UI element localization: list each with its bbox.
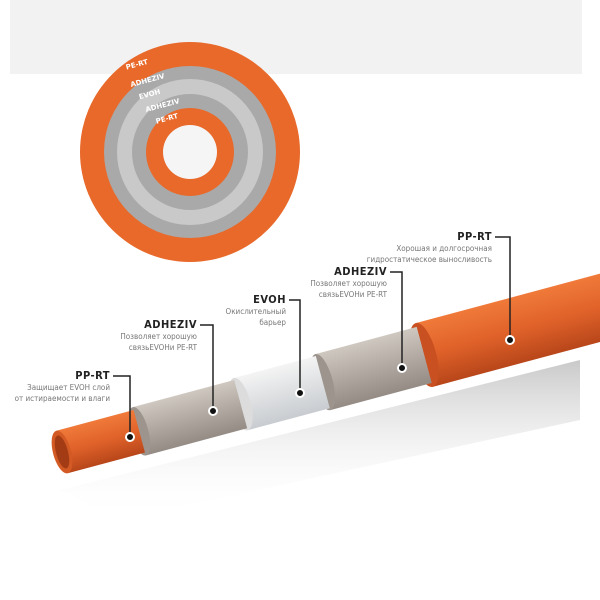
layer-label-pp-rt-outer: PP-RT Хорошая и долгосрочная гидростатич… <box>367 230 492 265</box>
layer-desc: Позволяет хорошую <box>310 279 387 288</box>
pipe-bore <box>163 125 217 179</box>
layer-desc: связьEVOHи PE-RT <box>128 343 197 352</box>
layer-title: ADHEZIV <box>144 318 197 331</box>
leader-lines <box>113 236 511 436</box>
header-band <box>10 0 582 74</box>
layer-desc: гидростатическое выносливость <box>366 255 492 264</box>
layer-label-adheziv-inner: ADHEZIV Позволяет хорошую связьEVOHи PE-… <box>120 318 197 353</box>
pipe <box>51 271 600 474</box>
pipe-adheziv-inner <box>132 379 248 456</box>
pipe-outer-pp-rt <box>415 271 600 387</box>
layer-desc: Хорошая и долгосрочная <box>396 244 492 253</box>
layer-title: ADHEZIV <box>334 265 387 278</box>
layer-desc: барьер <box>259 318 286 327</box>
pipe-evoh <box>233 356 330 431</box>
layer-dots <box>125 335 515 442</box>
layer-label-adheziv-outer: ADHEZIV Позволяет хорошую связьEVOHи PE-… <box>310 265 387 300</box>
pipe-inner-pp-rt <box>56 410 145 474</box>
layer-desc: Окислительный <box>225 307 286 316</box>
layer-label-evoh: EVOH Окислительный барьер <box>226 293 286 328</box>
layer-title: PP-RT <box>457 230 492 243</box>
layer-label-pp-rt-inner: PP-RT Защищает EVOH слой от истираемости… <box>15 369 110 404</box>
pipe-bore-end <box>54 435 70 469</box>
layer-desc: Защищает EVOH слой <box>27 383 110 392</box>
layer-title: EVOH <box>253 293 286 306</box>
layer-desc: Позволяет хорошую <box>120 332 197 341</box>
cross-section: PE-RT ADHEZIV EVOH ADHEZIV PE-RT <box>80 42 300 262</box>
pipe-shadow <box>60 360 580 520</box>
layer-desc: от истираемости и влаги <box>14 394 110 403</box>
layer-desc: связьEVOHи PE-RT <box>318 290 387 299</box>
layer-title: PP-RT <box>75 369 110 382</box>
